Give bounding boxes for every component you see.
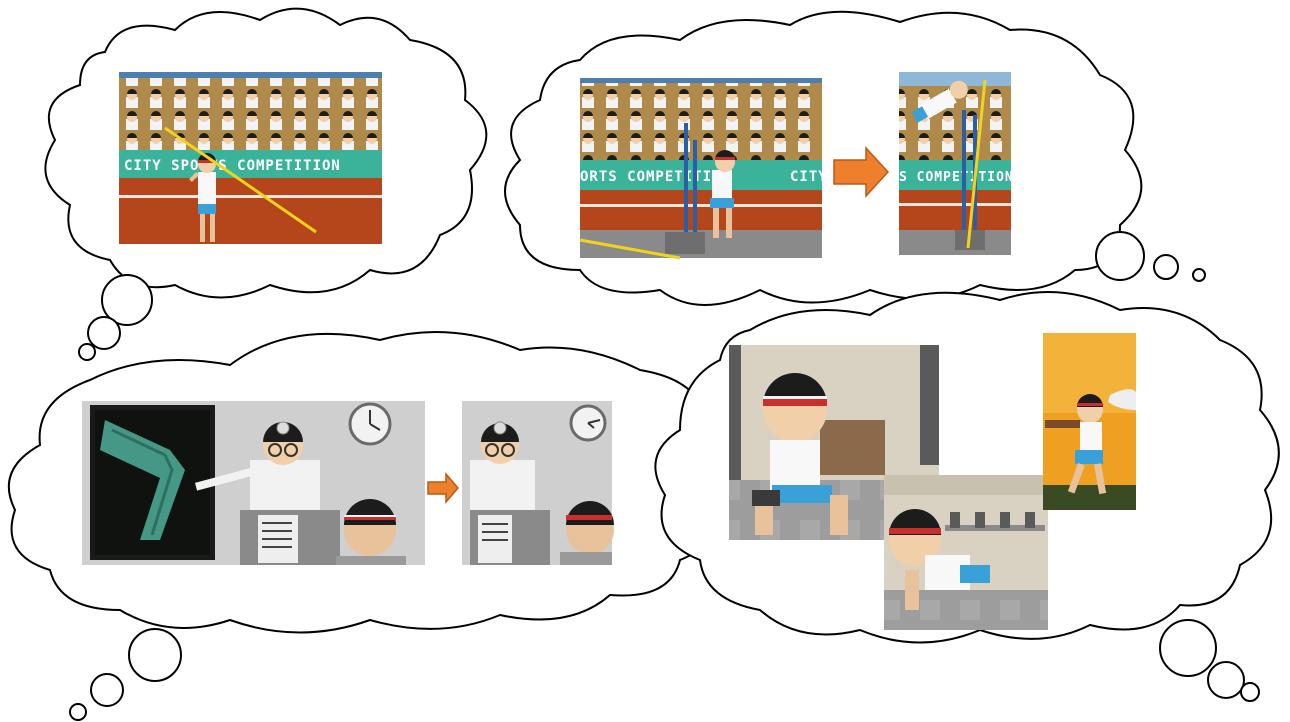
athlete-figure [889, 509, 990, 610]
panel-gym-pushup [884, 475, 1048, 630]
panel-doctor-xray [82, 401, 425, 565]
panel-pole-vault-runup: ORTS COMPETITION CITY [579, 78, 828, 260]
panel-sunset-run [1043, 333, 1136, 510]
dumbbell-rack [945, 512, 1045, 531]
arrow-right-icon [833, 146, 890, 198]
clipboard-lines [262, 522, 292, 548]
patient-figure [560, 501, 614, 565]
clock-icon [569, 404, 607, 442]
panel-doctor-closeup [462, 401, 614, 565]
athlete-figure [710, 150, 735, 238]
banner-text: CITY SPORTS COMPETITION [124, 158, 341, 174]
xray-knee [100, 420, 185, 540]
athlete-figure [1067, 394, 1107, 495]
athlete-figure [911, 80, 968, 123]
patient-figure [336, 499, 406, 565]
panel-pole-vault-clear: S COMPETITION [899, 72, 1014, 255]
banner-text-left: ORTS COMPETITION [580, 169, 731, 185]
banner-text-right: CITY [790, 169, 828, 185]
arrow-right-icon [427, 471, 459, 505]
clock-icon [348, 402, 392, 446]
banner-text: S COMPETITION [899, 170, 1014, 185]
panel-javelin-thrower: CITY SPORTS COMPETITION [119, 72, 382, 244]
javelin-pole [164, 126, 317, 234]
athlete-figure [752, 373, 848, 535]
